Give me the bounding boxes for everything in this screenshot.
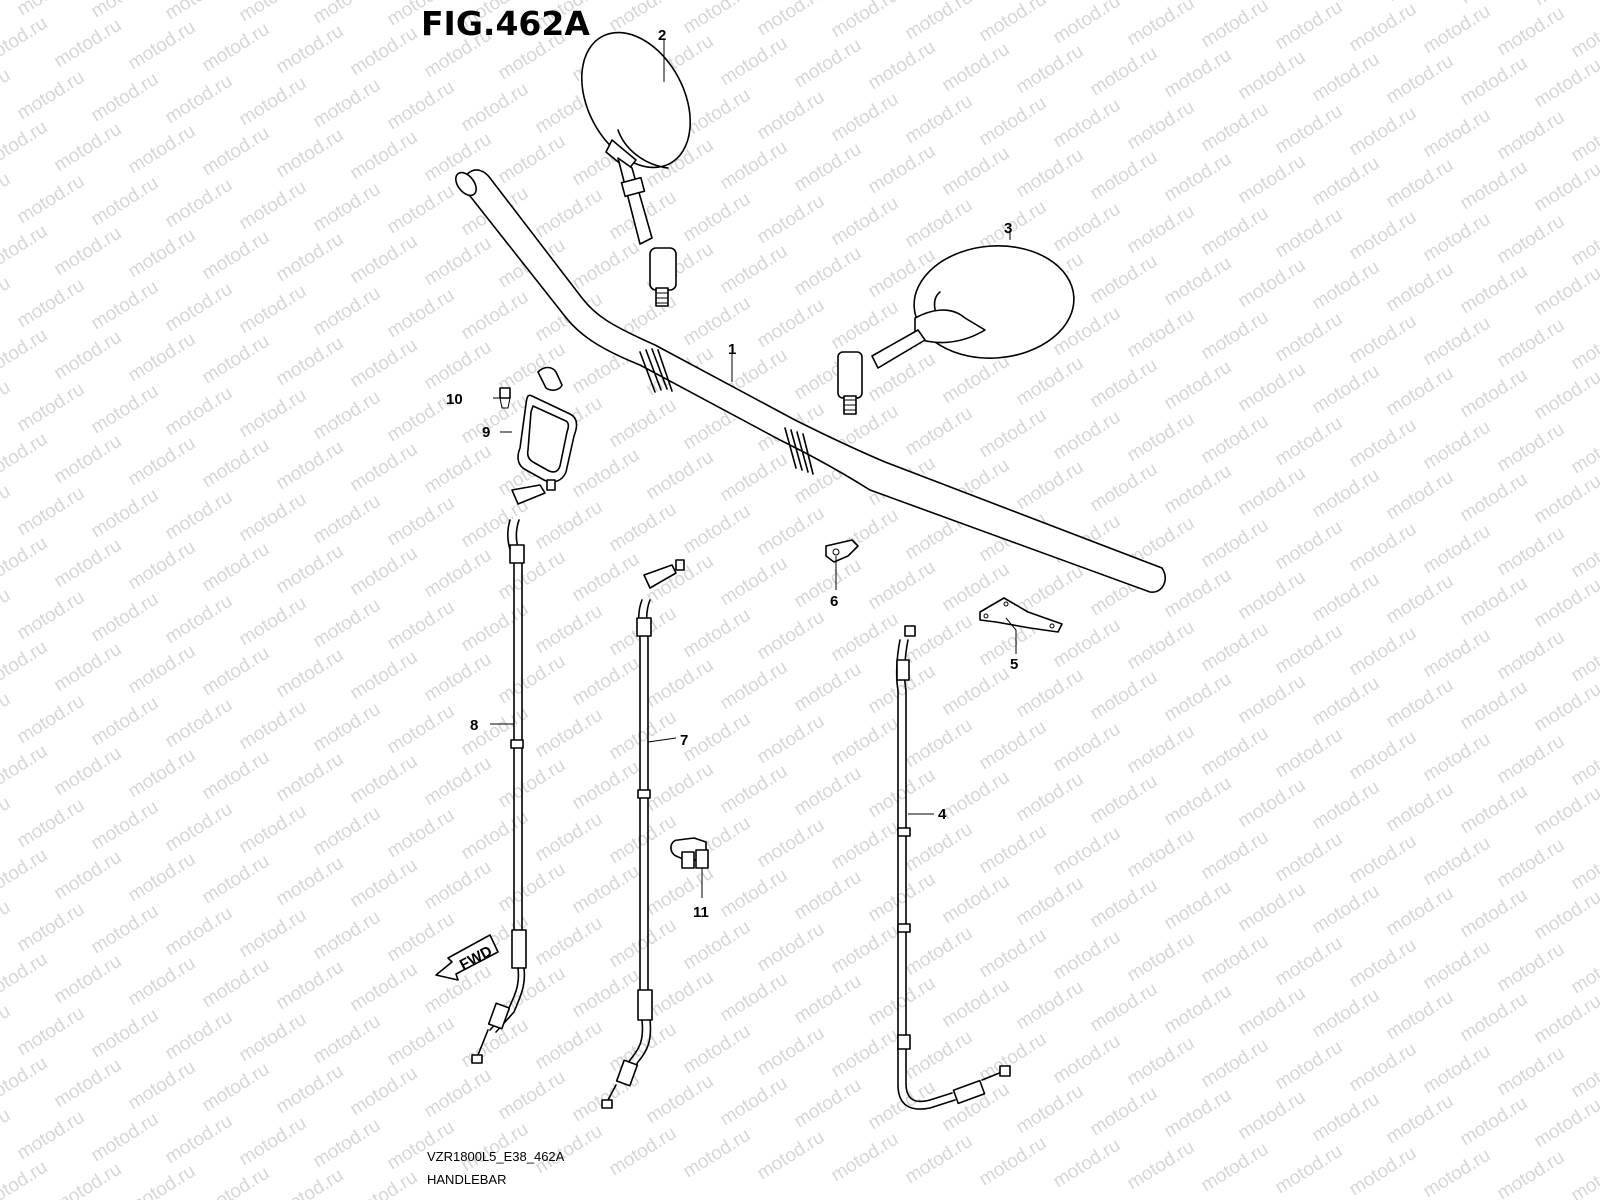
callout-4: 4 bbox=[938, 806, 947, 823]
handlebar-knurl-left bbox=[639, 348, 673, 393]
callout-9: 9 bbox=[482, 424, 490, 441]
fwd-arrow: FWD bbox=[435, 934, 499, 981]
gasket-part bbox=[517, 366, 578, 483]
left-mirror-part bbox=[580, 31, 692, 307]
handlebar-part bbox=[455, 169, 1166, 593]
cable-part-4 bbox=[895, 625, 1011, 1110]
figure-caption-name: HANDLEBAR bbox=[427, 1172, 507, 1187]
callout-10: 10 bbox=[446, 391, 463, 408]
callout-1: 1 bbox=[728, 341, 736, 358]
right-mirror-part bbox=[837, 245, 1075, 415]
callout-8: 8 bbox=[470, 717, 478, 734]
callout-5: 5 bbox=[1010, 656, 1018, 673]
handlebar-knurl-right bbox=[784, 427, 814, 475]
callout-11: 11 bbox=[693, 904, 709, 921]
figure-caption-code: VZR1800L5_E38_462A bbox=[427, 1149, 565, 1164]
leader-lines bbox=[490, 40, 1017, 898]
callout-7: 7 bbox=[680, 732, 688, 749]
clamp-part bbox=[825, 539, 859, 563]
cable-holder-part bbox=[670, 837, 709, 869]
cable-part-8 bbox=[471, 479, 556, 1064]
callout-6: 6 bbox=[830, 593, 838, 610]
cable-part-7 bbox=[601, 559, 685, 1109]
callout-2: 2 bbox=[658, 27, 666, 44]
bracket-part bbox=[979, 597, 1063, 633]
callout-3: 3 bbox=[1004, 220, 1012, 237]
figure-title: FIG.462A bbox=[421, 4, 590, 43]
